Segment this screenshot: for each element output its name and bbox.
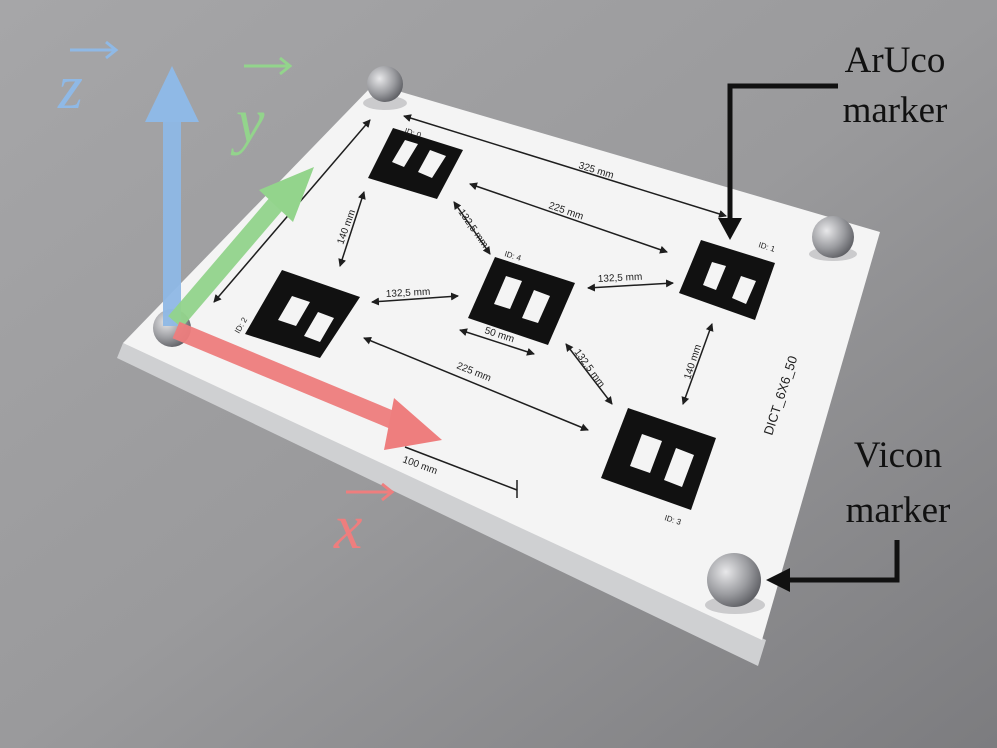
x-axis-shaft <box>172 321 406 433</box>
z-axis-head <box>145 66 199 122</box>
vicon-callout-line2: marker <box>846 490 951 531</box>
vicon-sphere-top-right <box>809 216 857 261</box>
aruco-marker-id3 <box>601 408 716 510</box>
z-axis-arrow <box>145 66 199 326</box>
x-axis-head <box>384 398 442 450</box>
y-axis-arrow <box>168 167 314 328</box>
dimension-lines <box>213 114 727 498</box>
z-axis-label: z <box>57 51 83 122</box>
aruco-callout-line2: marker <box>843 90 948 131</box>
y-axis-shaft <box>168 198 283 328</box>
aruco-marker-id1 <box>679 240 775 320</box>
aruco-callout-pointer <box>718 83 838 240</box>
board-edge <box>117 343 766 666</box>
dim-right-mid: 132,5 mm <box>598 272 643 285</box>
aruco-marker-id4 <box>468 257 575 345</box>
x-axis-arrow <box>172 321 442 450</box>
y-axis-label: y <box>230 85 265 156</box>
vicon-callout-line1: Vicon <box>854 435 942 476</box>
x-axis-label: x <box>333 491 362 562</box>
x-vector-arrow-icon <box>346 482 395 502</box>
aruco-callout-line1: ArUco <box>845 40 946 81</box>
vicon-sphere-bottom-right <box>705 553 765 614</box>
y-axis-head <box>259 167 314 222</box>
y-vector-arrow-icon <box>244 56 293 76</box>
z-vector-arrow-icon <box>70 40 119 60</box>
vector-arrows <box>70 40 395 502</box>
dim-left-mid: 132,5 mm <box>386 287 431 300</box>
vicon-callout-pointer <box>766 540 900 592</box>
vicon-sphere-top-left <box>363 66 407 110</box>
